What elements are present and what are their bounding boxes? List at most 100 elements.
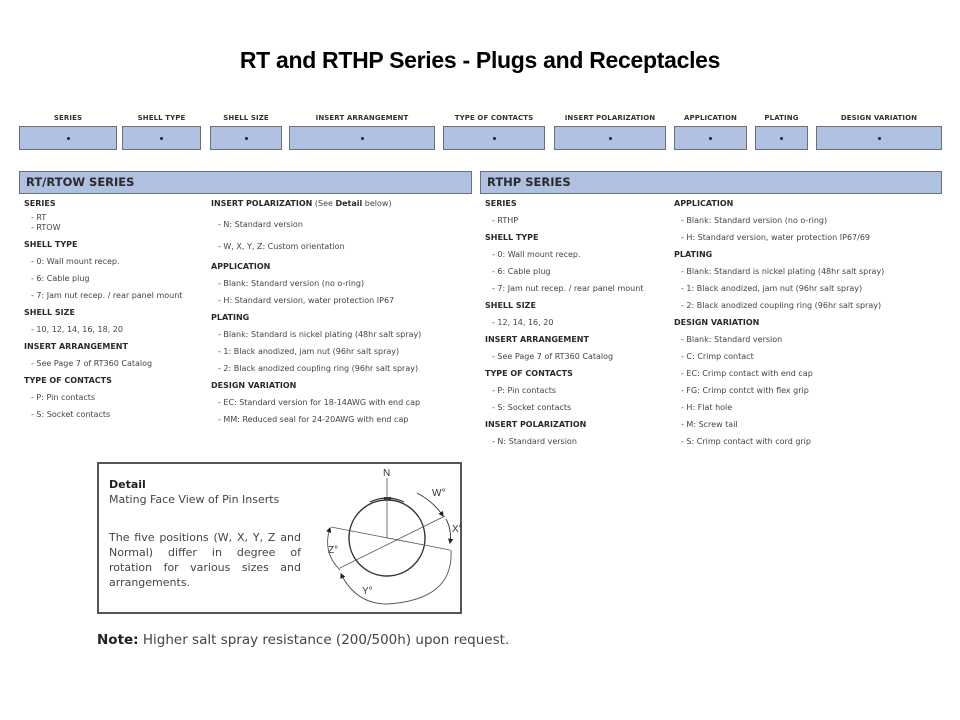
list-item: - Blank: Standard is nickel plating (48h… — [218, 330, 422, 339]
bullet-icon — [608, 136, 612, 140]
section-heading: SHELL SIZE — [24, 308, 75, 317]
bullet-icon — [877, 136, 881, 140]
list-item: - H: Standard version, water protection … — [218, 296, 395, 305]
list-item: - RTHP — [492, 216, 519, 225]
list-item: - S: Socket contacts — [31, 410, 111, 419]
list-item: - 1: Black anodized, jam nut (96hr salt … — [218, 347, 400, 356]
code-box — [122, 126, 201, 150]
code-label: SERIES — [53, 114, 83, 122]
list-item: - N: Standard version — [218, 220, 303, 229]
list-item: - 6: Cable plug — [31, 274, 90, 283]
code-field-series: SERIES — [19, 113, 117, 150]
section-heading: TYPE OF CONTACTS — [24, 376, 112, 385]
code-label: DESIGN VARIATION — [840, 114, 918, 122]
heading-note: (See — [312, 199, 336, 208]
note-label: Note: — [97, 632, 139, 648]
section-heading: DESIGN VARIATION — [211, 381, 297, 390]
code-field-application: APPLICATION — [674, 113, 747, 150]
list-item: - EC: Standard version for 18-14AWG with… — [218, 398, 421, 407]
list-item: - Blank: Standard is nickel plating (48h… — [681, 267, 885, 276]
list-item: - RTOW — [31, 223, 61, 232]
section-heading: PLATING — [211, 313, 250, 322]
code-box — [289, 126, 435, 150]
note: Note: Higher salt spray resistance (200/… — [97, 632, 509, 648]
list-item: - 1: Black anodized, jam nut (96hr salt … — [681, 284, 863, 293]
section-heading: SERIES — [24, 199, 56, 208]
code-label: INSERT ARRANGEMENT — [315, 114, 409, 122]
label-y: Y° — [362, 586, 373, 597]
code-box — [755, 126, 808, 150]
bullet-icon — [244, 136, 248, 140]
x-arrow — [445, 518, 454, 545]
rthp-left-column: SERIES - RTHP SHELL TYPE - 0: Wall mount… — [485, 195, 670, 450]
bullet-icon — [160, 136, 163, 140]
section-heading: SHELL TYPE — [24, 240, 78, 249]
list-item: - S: Socket contacts — [492, 403, 572, 412]
code-box — [19, 126, 117, 150]
bullet-icon — [360, 136, 364, 140]
detail-box: Detail Mating Face View of Pin Inserts T… — [97, 462, 462, 614]
section-heading: INSERT ARRANGEMENT — [24, 342, 128, 351]
position-line — [339, 515, 446, 569]
heading-note-bold: Detail — [335, 199, 363, 208]
section-heading: DESIGN VARIATION — [674, 318, 760, 327]
section-heading: INSERT POLARIZATION (See Detail below) — [211, 195, 471, 212]
list-item: - MM: Reduced seal for 24-20AWG with end… — [218, 415, 409, 424]
code-field-plating: PLATING — [755, 113, 808, 150]
list-item: - W, X, Y, Z: Custom orientation — [218, 242, 345, 251]
list-item: - M: Screw tail — [681, 420, 738, 429]
list-item: - 2: Black anodized coupling ring (96hr … — [681, 301, 882, 310]
rthp-series-header: RTHP SERIES — [480, 171, 942, 194]
code-box — [816, 126, 942, 150]
list-item: - H: Flat hole — [681, 403, 733, 412]
section-heading: INSERT POLARIZATION — [485, 420, 587, 429]
bullet-icon — [492, 136, 496, 140]
heading-note: below) — [362, 199, 392, 208]
label-n: N — [383, 468, 390, 479]
list-item: - 2: Black anodized coupling ring (96hr … — [218, 364, 419, 373]
label-x: X° — [452, 524, 462, 535]
list-item: - C: Crimp contact — [681, 352, 754, 361]
list-item: - RT — [31, 213, 47, 222]
detail-title: Detail — [109, 478, 146, 491]
list-item: - Blank: Standard version (no o-ring) — [681, 216, 828, 225]
list-item: - Blank: Standard version — [681, 335, 783, 344]
list-item: - 7: Jam nut recep. / rear panel mount — [31, 291, 183, 300]
section-heading: SERIES — [485, 199, 517, 208]
code-field-insert-arrangement: INSERT ARRANGEMENT — [289, 113, 435, 150]
section-heading: PLATING — [674, 250, 713, 259]
page-title: RT and RTHP Series - Plugs and Receptacl… — [239, 47, 721, 73]
position-line — [330, 526, 451, 551]
section-heading: SHELL SIZE — [485, 301, 536, 310]
list-item: - S: Crimp contact with cord grip — [681, 437, 811, 446]
code-field-insert-polarization: INSERT POLARIZATION — [554, 113, 666, 150]
heading-text: INSERT POLARIZATION — [211, 199, 313, 208]
code-field-type-of-contacts: TYPE OF CONTACTS — [443, 113, 545, 150]
rthp-right-column: APPLICATION - Blank: Standard version (n… — [674, 195, 942, 450]
key-notch — [384, 497, 391, 500]
label-z: Z° — [328, 545, 338, 556]
list-item: - P: Pin contacts — [31, 393, 96, 402]
section-heading: APPLICATION — [211, 262, 271, 271]
code-label: PLATING — [764, 114, 799, 122]
rt-series-header: RT/RTOW SERIES — [19, 171, 472, 194]
list-item: - P: Pin contacts — [492, 386, 557, 395]
code-label: SHELL SIZE — [223, 114, 269, 122]
rt-right-column: INSERT POLARIZATION (See Detail below) -… — [211, 195, 471, 428]
w-arrow — [416, 492, 444, 517]
list-item: - Blank: Standard version (no o-ring) — [218, 279, 365, 288]
list-item: - N: Standard version — [492, 437, 577, 446]
list-item: - 6: Cable plug — [492, 267, 551, 276]
bullet-icon — [66, 136, 70, 140]
insert-rotation-diagram: N W° X° Y° Z° — [326, 468, 462, 605]
section-heading: INSERT ARRANGEMENT — [485, 335, 589, 344]
y-arc — [340, 549, 452, 605]
code-label: TYPE OF CONTACTS — [454, 114, 534, 122]
detail-subtitle: Mating Face View of Pin Inserts — [109, 493, 280, 506]
section-heading: SHELL TYPE — [485, 233, 539, 242]
list-item: - EC: Crimp contact with end cap — [681, 369, 813, 378]
code-label: APPLICATION — [683, 114, 738, 122]
code-box — [443, 126, 545, 150]
z-arc — [326, 526, 341, 571]
list-item: - See Page 7 of RT360 Catalog — [31, 359, 153, 368]
